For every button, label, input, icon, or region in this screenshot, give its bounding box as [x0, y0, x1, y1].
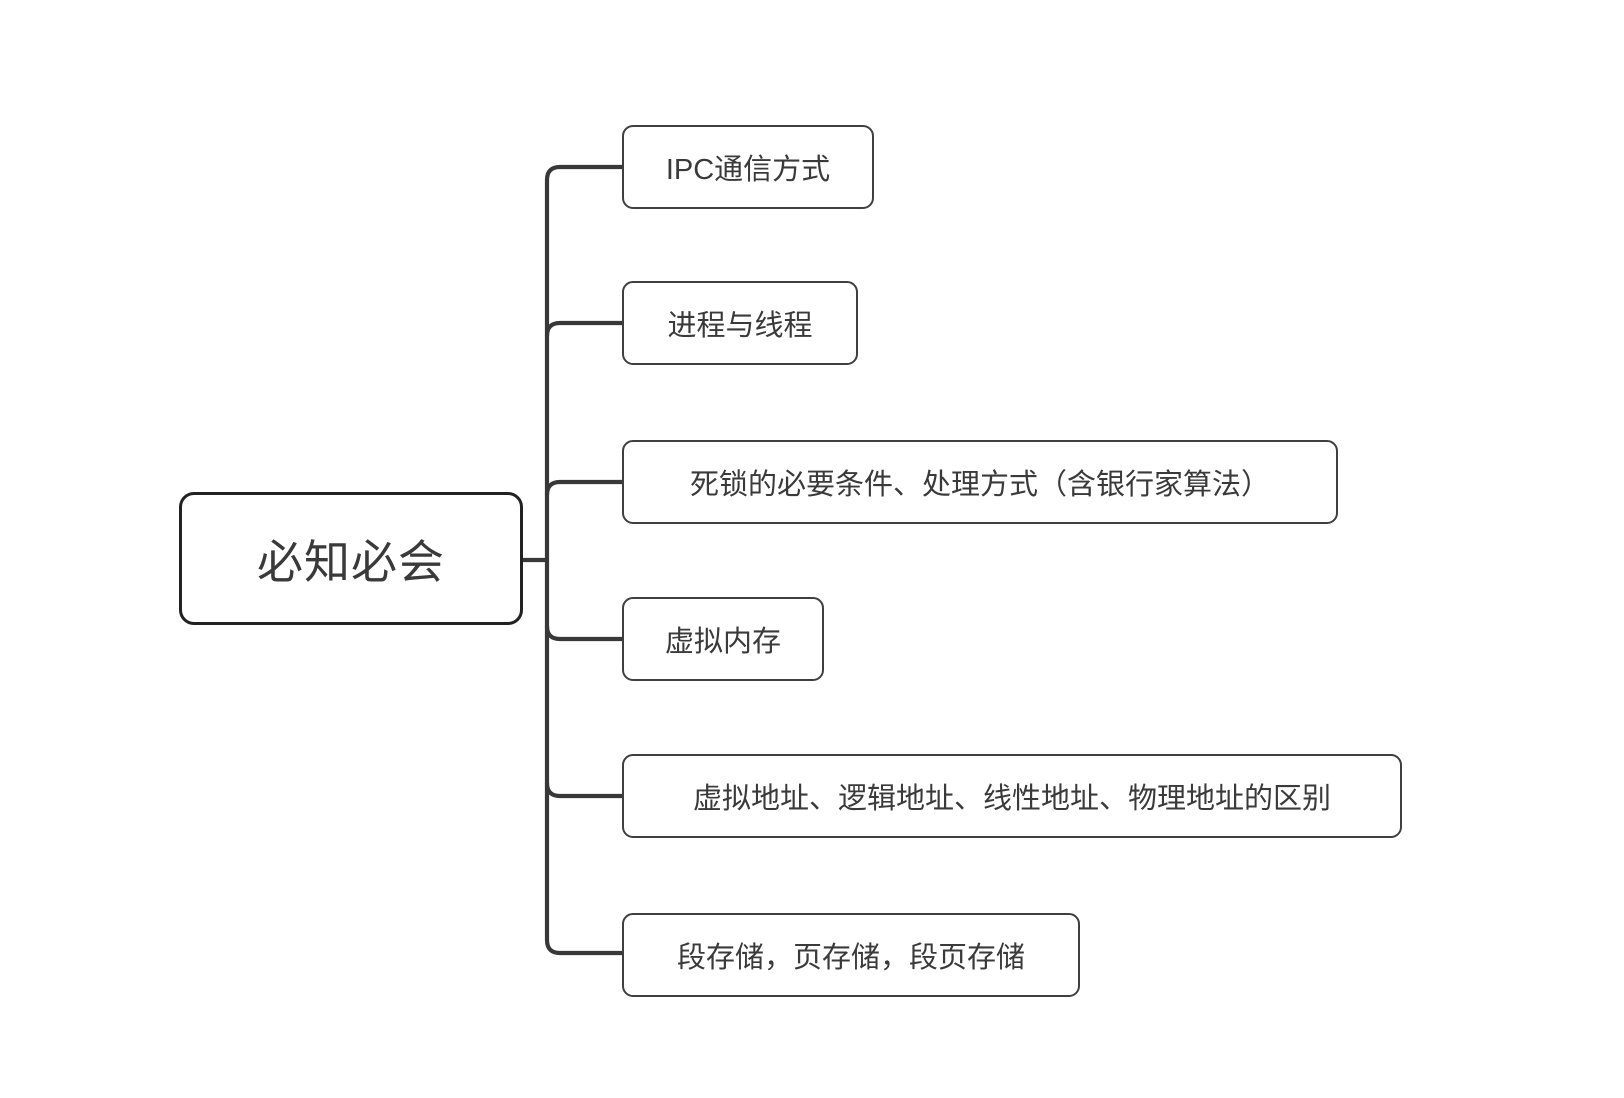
- branch-line-4: [544, 625, 623, 642]
- trunk-line: [544, 164, 623, 956]
- topic-node-address-types[interactable]: 虚拟地址、逻辑地址、线性地址、物理地址的区别: [622, 754, 1402, 838]
- topic-node-deadlock[interactable]: 死锁的必要条件、处理方式（含银行家算法）: [622, 440, 1338, 524]
- root-topic-node[interactable]: 必知必会: [179, 492, 523, 625]
- branch-line-2: [544, 320, 623, 337]
- branch-line-5: [544, 782, 623, 799]
- root-topic-label: 必知必会: [257, 535, 445, 588]
- topic-node-storage-schemes[interactable]: 段存储，页存储，段页存储: [622, 913, 1080, 997]
- topic-label: 虚拟内存: [664, 626, 781, 658]
- topic-label: IPC通信方式: [665, 154, 831, 186]
- topic-label: 进程与线程: [667, 310, 813, 342]
- topic-node-virtual-memory[interactable]: 虚拟内存: [622, 597, 824, 681]
- topic-node-ipc[interactable]: IPC通信方式: [622, 125, 874, 209]
- topic-label: 死锁的必要条件、处理方式（含银行家算法）: [689, 469, 1270, 501]
- topic-label: 段存储，页存储，段页存储: [676, 942, 1025, 974]
- topic-label: 虚拟地址、逻辑地址、线性地址、物理地址的区别: [692, 783, 1331, 815]
- topic-node-process-thread[interactable]: 进程与线程: [622, 281, 858, 365]
- branch-line-3: [544, 479, 623, 496]
